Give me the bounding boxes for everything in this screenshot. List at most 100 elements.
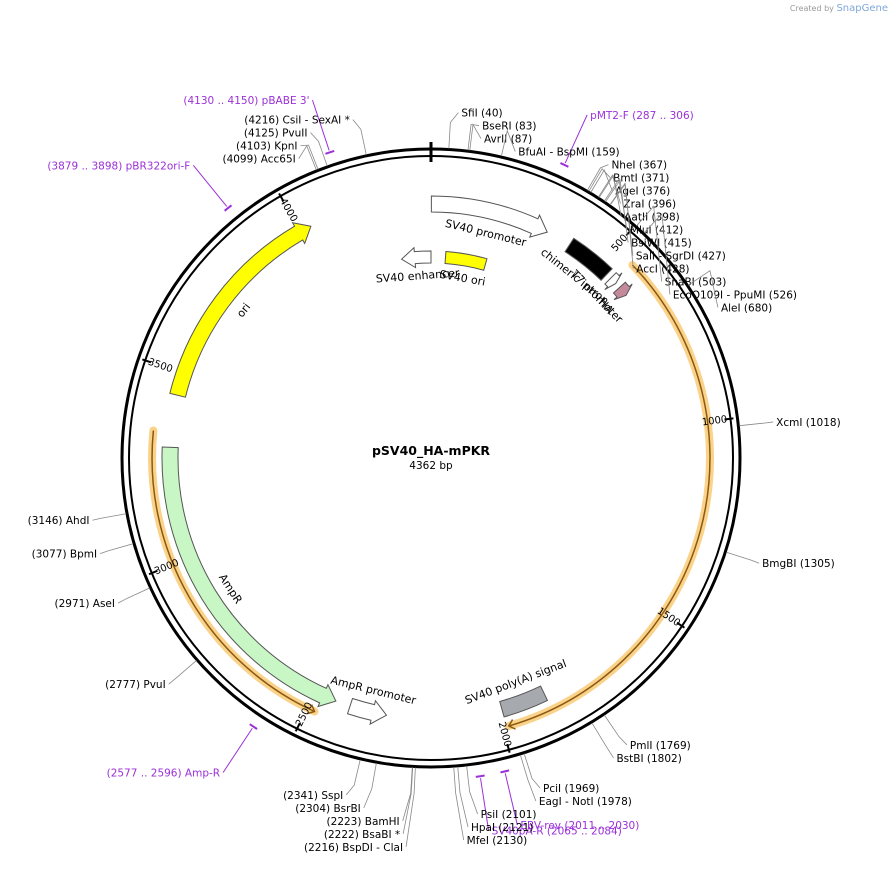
site-leader-bmgbi bbox=[726, 551, 760, 564]
orf-arrow-1 bbox=[307, 704, 316, 715]
tick-label-4000: 4000 bbox=[277, 197, 299, 225]
primer-mark-sv40pa-r[interactable] bbox=[475, 774, 485, 778]
site-leader-ahdi bbox=[92, 513, 127, 521]
site-label-bmgbi[interactable]: BmgBI (1305) bbox=[762, 558, 835, 570]
feature-sv40-ori[interactable] bbox=[444, 251, 488, 271]
primer-mark-amp-r[interactable] bbox=[249, 723, 258, 730]
plasmid-name: pSV40_HA-mPKR bbox=[372, 443, 490, 459]
site-leader-sali-sgrdi bbox=[609, 182, 634, 256]
site-leader-bseri bbox=[467, 123, 480, 151]
site-label-xcmi[interactable]: XcmI (1018) bbox=[776, 417, 841, 429]
site-label-psii[interactable]: PsiI (2101) bbox=[481, 809, 537, 821]
feature-ampr[interactable] bbox=[161, 446, 337, 708]
site-label-asei[interactable]: (2971) AseI bbox=[55, 598, 115, 610]
site-label-acci[interactable]: AccI (428) bbox=[636, 264, 689, 276]
tick-2000 bbox=[506, 743, 511, 753]
site-label-csii-sexai[interactable]: (4216) CsiI - SexAI * bbox=[244, 115, 350, 127]
site-label-bsiwi[interactable]: BsiWI (415) bbox=[631, 238, 692, 250]
feature-sv40-promoter[interactable] bbox=[430, 195, 548, 238]
site-leader-csii-sexai bbox=[352, 119, 367, 155]
site-label-bpmi[interactable]: (3077) BpmI bbox=[32, 549, 97, 561]
site-leader-acc65i bbox=[298, 144, 317, 171]
site-label-pvui[interactable]: (2777) PvuI bbox=[105, 679, 166, 691]
feature-ori[interactable] bbox=[169, 222, 312, 398]
primer-mark-ebv-rev[interactable] bbox=[500, 769, 510, 774]
feature-t7-promoter[interactable] bbox=[604, 271, 623, 290]
backbone bbox=[120, 142, 742, 769]
site-label-kpni[interactable]: (4103) KpnI bbox=[236, 141, 298, 153]
feature-ha[interactable] bbox=[612, 281, 633, 301]
site-label-avrii[interactable]: AvrII (87) bbox=[484, 134, 532, 146]
snapgene-watermark: Created by SnapGene bbox=[790, 3, 888, 14]
feature-sv40-enhancer[interactable] bbox=[400, 246, 432, 269]
site-label-bstbi[interactable]: BstBI (1802) bbox=[616, 753, 681, 765]
site-leader-mfei bbox=[453, 767, 465, 841]
site-leader-bsiwi bbox=[605, 179, 629, 243]
site-label-bseri[interactable]: BseRI (83) bbox=[482, 121, 536, 133]
feature-label-sv40-enhancer: SV40 enhancer bbox=[375, 266, 460, 285]
site-leader-bsrbi bbox=[363, 763, 377, 809]
site-label-sfii[interactable]: SfiI (40) bbox=[461, 108, 502, 120]
site-leader-bspdi-clai bbox=[405, 767, 416, 847]
watermark-prefix: Created by bbox=[789, 4, 834, 13]
primer-mark-pbabe-3[interactable] bbox=[325, 149, 335, 155]
site-label-sali-sgrdi[interactable]: SalI - SgrDI (427) bbox=[636, 251, 726, 263]
site-label-sspi[interactable]: (2341) SspI bbox=[283, 790, 343, 802]
orf-line-1 bbox=[151, 430, 315, 713]
site-label-agei[interactable]: AgeI (376) bbox=[615, 186, 670, 198]
primer-label-sv40pa-r: SV40pA-R (2065 .. 2084) bbox=[492, 826, 622, 838]
tick-3000 bbox=[148, 569, 158, 576]
site-label-pvuii[interactable]: (4125) PvuII bbox=[244, 128, 308, 140]
site-label-pmli[interactable]: PmlI (1769) bbox=[630, 740, 691, 752]
primer-leader-pmt2-f bbox=[564, 114, 588, 164]
site-label-acc65i[interactable]: (4099) Acc65I bbox=[222, 154, 295, 166]
tick-4000 bbox=[278, 193, 285, 202]
site-leader-avrii bbox=[469, 123, 482, 151]
site-label-eagi-noti[interactable]: EagI - NotI (1978) bbox=[539, 796, 632, 808]
tick-1500 bbox=[676, 621, 686, 629]
site-label-bmti[interactable]: BmtI (371) bbox=[613, 173, 669, 185]
site-label-snabi[interactable]: SnaBI (503) bbox=[665, 277, 727, 289]
primer-label-pbabe-3: (4130 .. 4150) pBABE 3' bbox=[183, 95, 309, 107]
primer-mark-pmt2-f[interactable] bbox=[559, 162, 569, 168]
plasmid-size: 4362 bp bbox=[409, 460, 453, 472]
site-label-pcii[interactable]: PciI (1969) bbox=[543, 783, 599, 795]
site-leader-pvui bbox=[168, 660, 197, 685]
site-label-mfei[interactable]: MfeI (2130) bbox=[467, 835, 528, 847]
primer-mark-pbr322ori-f[interactable] bbox=[223, 204, 233, 212]
site-label-bfuai-bspmi[interactable]: BfuAI - BspMI (159) bbox=[518, 147, 619, 159]
site-leader-aatii bbox=[598, 174, 622, 217]
site-leader-nhei bbox=[587, 164, 609, 191]
site-leader-sspi bbox=[345, 759, 361, 796]
orf-highlight-0 bbox=[504, 261, 714, 730]
site-layer: SfiI (40)BseRI (83)AvrII (87)BfuAI - Bsp… bbox=[28, 108, 841, 854]
site-leader-ecoo109i-ppumi bbox=[643, 213, 671, 295]
feature-ampr-promoter[interactable] bbox=[346, 697, 388, 726]
site-leader-acci bbox=[609, 182, 634, 269]
site-label-bamhi[interactable]: (2223) BamHI bbox=[327, 816, 400, 828]
feature-sv40-poly-a-signal[interactable] bbox=[499, 685, 549, 718]
site-leader-bmti bbox=[588, 168, 611, 192]
primer-label-amp-r: (2577 .. 2596) Amp-R bbox=[107, 767, 221, 779]
site-leader-eagi-noti bbox=[519, 754, 537, 802]
orf-arrow-0 bbox=[507, 719, 516, 730]
site-label-ecoo109i-ppumi[interactable]: EcoO109I - PpuMI (526) bbox=[673, 290, 797, 302]
site-label-bsrbi[interactable]: (2304) BsrBI bbox=[295, 803, 361, 815]
site-leader-asei bbox=[117, 587, 150, 604]
primer-leader-pbr322ori-f bbox=[192, 165, 228, 207]
site-label-alei[interactable]: AleI (680) bbox=[721, 303, 772, 315]
site-label-bsabi[interactable]: (2222) BsaBI * bbox=[324, 829, 400, 841]
site-label-ahdi[interactable]: (3146) AhdI bbox=[28, 515, 90, 527]
primer-label-ebv-rev: EBV-rev (2011 .. 2030) bbox=[520, 820, 639, 832]
site-label-zrai[interactable]: ZraI (396) bbox=[623, 199, 676, 211]
site-label-nhei[interactable]: NheI (367) bbox=[611, 160, 667, 172]
site-label-aatii[interactable]: AatII (398) bbox=[624, 212, 680, 224]
site-leader-sfii bbox=[448, 112, 459, 149]
feature-chimeric-intron[interactable] bbox=[564, 237, 613, 281]
tick-1000 bbox=[724, 417, 734, 421]
site-leader-bpmi bbox=[99, 543, 134, 555]
site-label-hpai[interactable]: HpaI (2121) bbox=[471, 822, 533, 834]
site-label-bspdi-clai[interactable]: (2216) BspDI - ClaI bbox=[304, 842, 403, 854]
site-leader-alei bbox=[688, 270, 719, 308]
